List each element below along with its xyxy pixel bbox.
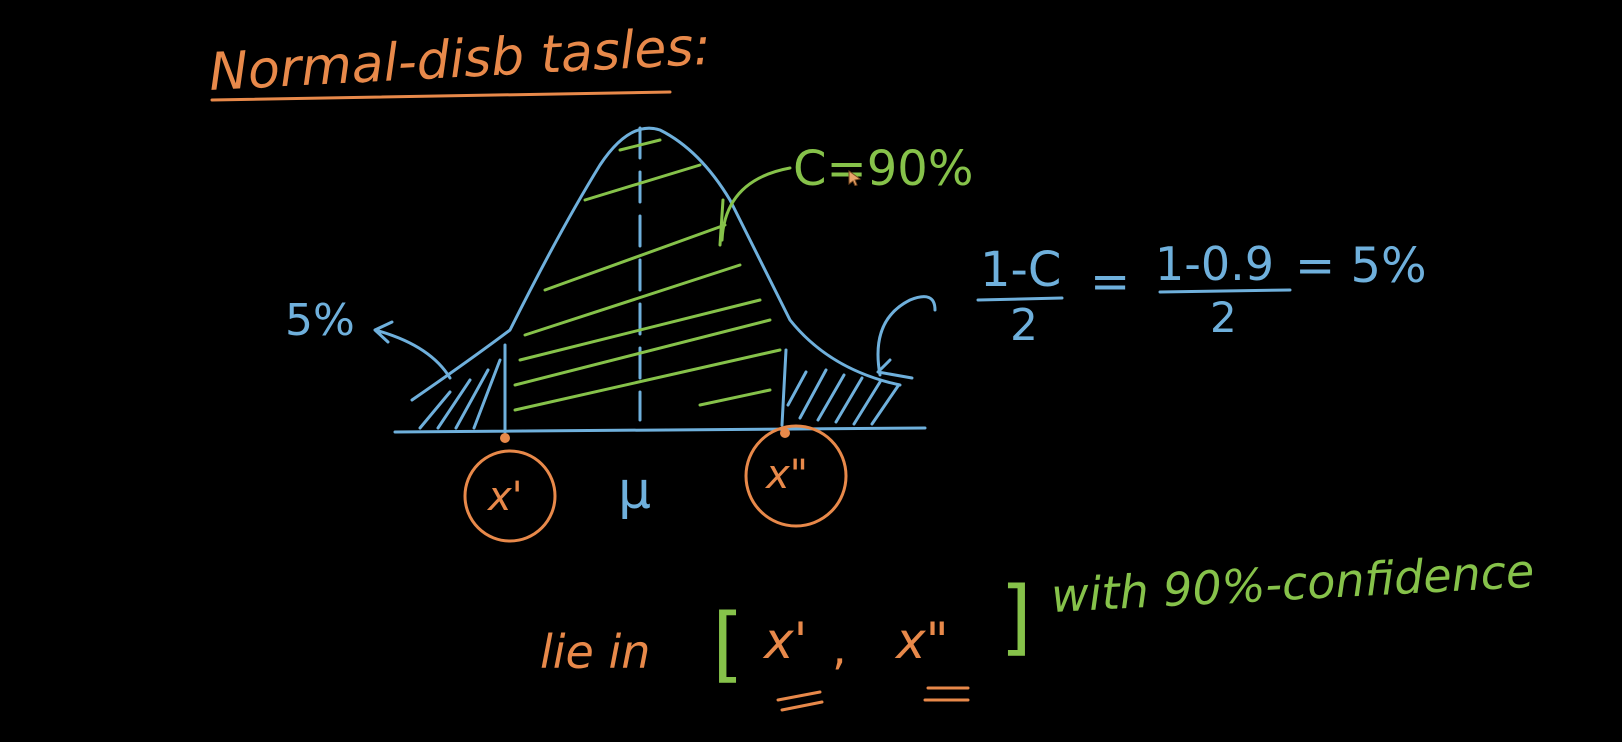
conclusion-left-bracket: [ (712, 597, 744, 692)
conclusion-suffix: with 90%-confidence (1050, 544, 1536, 623)
conclusion-statement: lie in [ x' , x" ] with 90%-confidence (540, 544, 1536, 712)
x2-underline (923, 686, 970, 702)
left-point-circle (463, 449, 557, 543)
conclusion-prefix: lie in (540, 625, 650, 679)
right-tail-arrow (876, 295, 937, 377)
right-point-dot (780, 428, 790, 438)
x-axis (393, 426, 927, 434)
tail-probability-formula: 1-C 2 = 1-0.9 2 = 5% (976, 237, 1427, 351)
x1-underline (776, 690, 824, 712)
left-tail-label: 5% (285, 295, 355, 346)
formula-rhs-denominator: 2 (1210, 293, 1237, 342)
title-underline (210, 90, 672, 102)
left-point-dot (500, 433, 510, 443)
bell-curve-diagram: x' x" μ 5% C=90% (285, 126, 973, 543)
normal-curve (410, 126, 902, 402)
formula-rhs-fraction-bar (1158, 288, 1292, 294)
conclusion-right-bracket: ] (1000, 570, 1032, 665)
left-tail-hatching (418, 343, 507, 434)
formula-lhs-numerator: 1-C (980, 242, 1061, 298)
formula-lhs-denominator: 2 (1010, 300, 1038, 351)
left-point-label: x' (486, 474, 523, 520)
left-tail-arrow (373, 320, 452, 380)
conclusion-x2: x" (894, 612, 949, 670)
formula-rhs-numerator: 1-0.9 (1155, 237, 1274, 291)
page-title: Normal-disb tasles: (208, 17, 713, 103)
mean-symbol: μ (618, 461, 651, 521)
central-area-hatching (513, 138, 782, 412)
formula-lhs-fraction-bar (976, 296, 1064, 302)
right-tail-arrow-head (876, 358, 914, 380)
confidence-label: C=90% (793, 141, 973, 197)
confidence-pointer (720, 166, 792, 242)
formula-equals-sign: = (1090, 254, 1130, 310)
right-tail-hatching (780, 348, 900, 427)
right-point-circle (744, 424, 848, 528)
conclusion-comma: , (832, 621, 847, 675)
pen-cursor-icon (848, 170, 862, 186)
conclusion-x1: x' (762, 612, 807, 670)
formula-result: = 5% (1295, 238, 1427, 294)
right-point-label: x" (764, 452, 808, 498)
